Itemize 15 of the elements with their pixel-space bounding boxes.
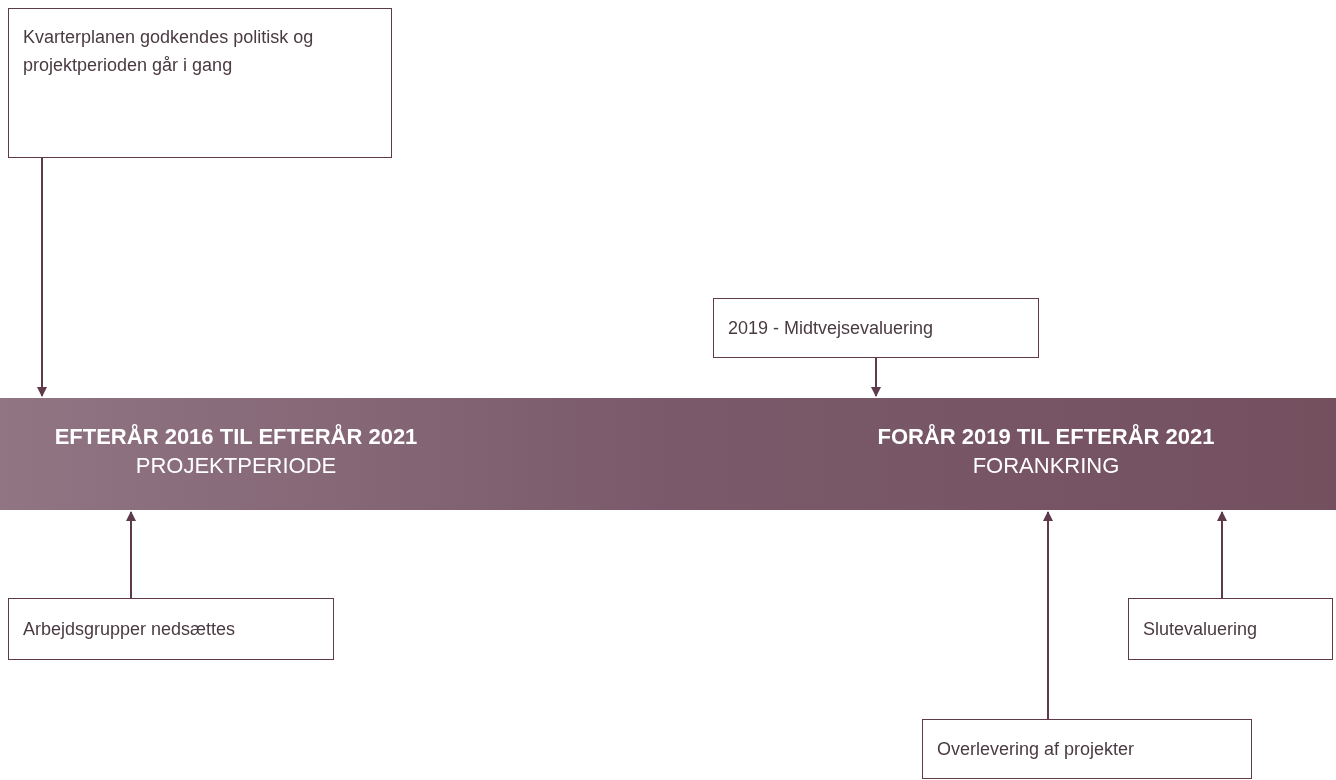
- arrow: [1043, 511, 1053, 720]
- milestone-box: Slutevaluering: [1128, 598, 1333, 660]
- milestone-box: Arbejdsgrupper nedsættes: [8, 598, 334, 660]
- milestone-box: Overlevering af projekter: [922, 719, 1252, 779]
- arrow: [126, 511, 136, 599]
- timeline-band: [0, 398, 1336, 510]
- period-heading: FORÅR 2019 TIL EFTERÅR 2021: [877, 424, 1215, 450]
- period-label: FORANKRING: [972, 453, 1120, 479]
- arrow: [1217, 511, 1227, 599]
- period-label: PROJEKTPERIODE: [135, 453, 337, 479]
- period-heading: EFTERÅR 2016 TIL EFTERÅR 2021: [54, 424, 418, 450]
- milestone-box: 2019 - Midtvejsevaluering: [713, 298, 1039, 358]
- arrow: [871, 357, 881, 397]
- arrow: [37, 157, 47, 397]
- milestone-box: Kvarterplanen godkendes politisk og projektperioden går i gang: [8, 8, 392, 158]
